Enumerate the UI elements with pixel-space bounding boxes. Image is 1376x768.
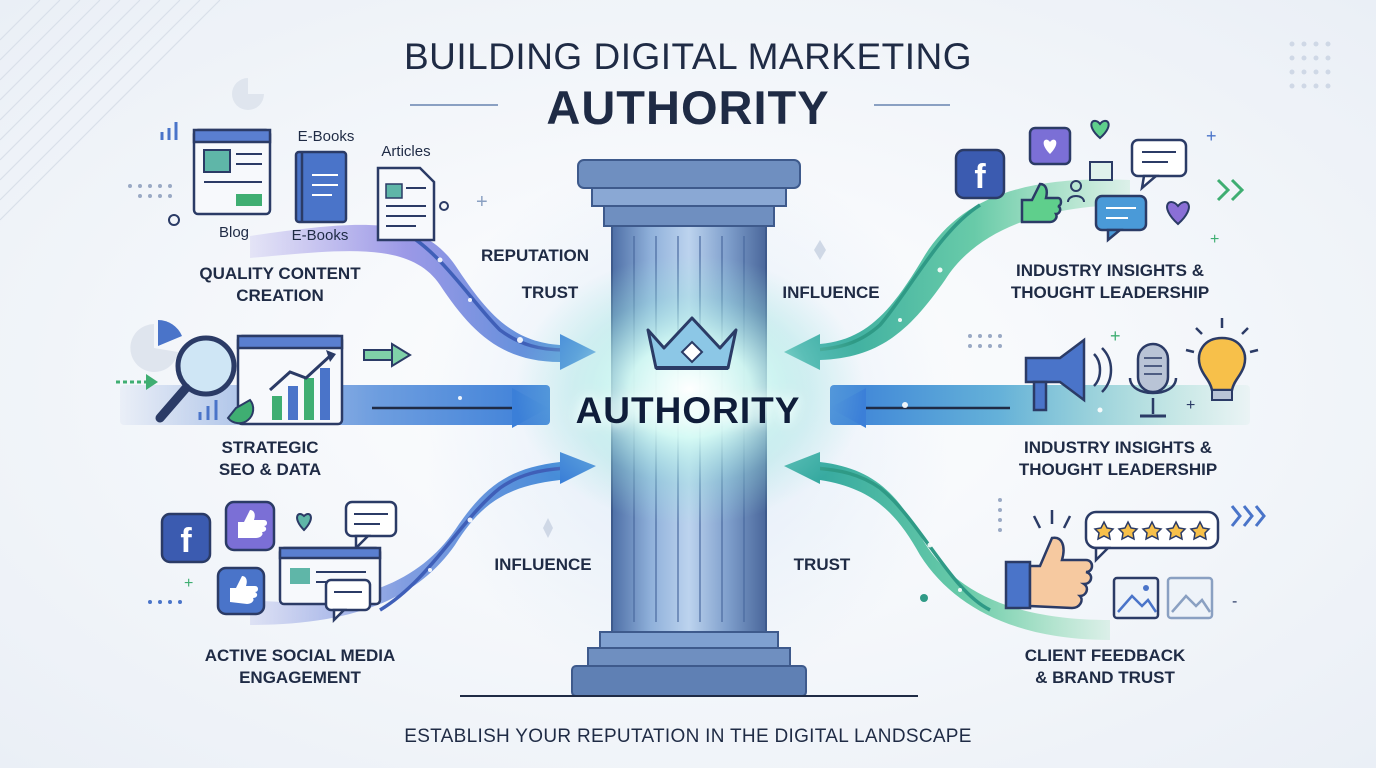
heart-icon-purple (1166, 201, 1190, 226)
dash-sparkle-icon: - (1232, 593, 1237, 610)
group-title-social: ACTIVE SOCIAL MEDIA ENGAGEMENT (170, 645, 430, 689)
crown-icon (646, 316, 738, 370)
svg-text:f: f (974, 158, 986, 196)
center-glow (515, 255, 865, 525)
group-title-content-line2: CREATION (236, 286, 324, 305)
group-title-seo: STRATEGIC SEO & DATA (150, 437, 390, 481)
decorative-hatching (0, 0, 221, 221)
plus-sparkle-icon-right-4: + (1186, 397, 1195, 414)
facebook-icon: f (160, 512, 212, 564)
item-label-articles: Articles (381, 143, 431, 160)
group-title-social-line2: ENGAGEMENT (239, 668, 361, 687)
decorative-dot-grid (1289, 41, 1331, 89)
label-trust-bottom: TRUST (793, 555, 851, 574)
arrow-right-icon (363, 342, 412, 368)
thumbs-up-icon-2 (216, 566, 266, 616)
label-influence-top: INFLUENCE (782, 283, 880, 302)
magnifier-icon (155, 335, 237, 423)
group-title-insights-middle-line1: INDUSTRY INSIGHTS & (1024, 438, 1212, 457)
five-star-rating-icon (1084, 510, 1220, 564)
decorative-dot (920, 594, 928, 602)
center-authority-label: AUTHORITY (575, 390, 801, 431)
chat-bubble-icon-2 (324, 578, 372, 624)
group-title-insights-top-line2: THOUGHT LEADERSHIP (1010, 283, 1210, 302)
image-gallery-icon (1112, 576, 1214, 620)
mini-pie-icon (226, 398, 255, 425)
arrow-in-icon (116, 374, 158, 390)
group-title-insights-top-line1: INDUSTRY INSIGHTS & (1016, 261, 1204, 280)
label-influence-bottom: INFLUENCE (494, 555, 592, 574)
growth-chart-icon (236, 334, 344, 426)
label-trust-top: TRUST (521, 283, 579, 302)
page-title-line1: BUILDING DIGITAL MARKETING (403, 36, 973, 77)
plus-sparkle-icon-center: + (476, 191, 488, 213)
decorative-ring (168, 214, 180, 226)
microphone-icon (1128, 342, 1178, 418)
label-reputation: REPUTATION (481, 246, 589, 265)
group-title-feedback-line1: CLIENT FEEDBACK (1024, 646, 1186, 665)
plus-sparkle-icon-right: + (1206, 126, 1217, 146)
group-title-social-line1: ACTIVE SOCIAL MEDIA (204, 646, 396, 665)
chat-bubble-icon (344, 500, 398, 552)
user-icon (1067, 180, 1085, 203)
decorative-dots-left-bottom (148, 600, 182, 604)
item-label-blog: Blog (218, 224, 250, 241)
heart-icon (296, 512, 312, 532)
group-title-feedback-line2: & BRAND TRUST (1035, 668, 1175, 687)
group-title-insights-middle-line2: THOUGHT LEADERSHIP (1018, 460, 1218, 479)
group-title-insights-top: INDUSTRY INSIGHTS & THOUGHT LEADERSHIP (980, 260, 1240, 304)
image-icon-small (1089, 161, 1113, 181)
heart-icon-green (1090, 119, 1110, 140)
ebook-icon (294, 150, 348, 224)
like-icon (1020, 182, 1063, 224)
blog-page-icon (192, 128, 272, 216)
megaphone-icon (1024, 337, 1113, 412)
group-title-content: QUALITY CONTENT CREATION (160, 263, 400, 307)
decorative-bars (198, 400, 218, 420)
pie-chart-icon (130, 320, 182, 372)
svg-text:f: f (180, 522, 192, 560)
chat-bubble-blue-icon (1094, 194, 1148, 243)
footer-tagline: ESTABLISH YOUR REPUTATION IN THE DIGITAL… (404, 726, 972, 747)
page-title-line2: AUTHORITY (546, 81, 830, 134)
decorative-dots-right-middle (968, 334, 1002, 348)
decorative-dots-left-top (128, 184, 172, 198)
diamond-sparkle-icon-2 (543, 518, 553, 538)
article-document-icon (376, 166, 436, 242)
decorative-ring-2 (439, 201, 449, 211)
plus-sparkle-icon-right-2: + (1210, 231, 1219, 248)
chevrons-icon-2 (1230, 505, 1266, 527)
lightbulb-icon (1185, 318, 1259, 401)
plus-sparkle-icon: + (184, 575, 193, 592)
group-title-feedback: CLIENT FEEDBACK & BRAND TRUST (985, 645, 1225, 689)
thumbs-up-icon (224, 500, 276, 552)
decorative-pie-icon (232, 78, 264, 110)
bar-chart-small-icon (160, 122, 178, 140)
heart-chat-icon (1028, 126, 1072, 166)
item-label-ebooks: E-Books (291, 227, 349, 244)
diamond-sparkle-icon (814, 240, 826, 260)
decorative-dots-right-bottom (998, 498, 1002, 532)
thumbs-up-hand-icon (1004, 510, 1094, 610)
chat-bubble-icon-right (1130, 138, 1188, 192)
group-title-content-line1: QUALITY CONTENT (199, 264, 361, 283)
item-label-ebooks-top: E-Books (297, 128, 355, 145)
group-title-seo-line1: STRATEGIC (221, 438, 319, 457)
plus-sparkle-icon-right-3: + (1110, 326, 1121, 346)
chevrons-icon (1216, 178, 1245, 202)
group-title-insights-middle: INDUSTRY INSIGHTS & THOUGHT LEADERSHIP (988, 437, 1248, 481)
facebook-icon-right: f (954, 148, 1006, 200)
group-title-seo-line2: SEO & DATA (218, 460, 322, 479)
